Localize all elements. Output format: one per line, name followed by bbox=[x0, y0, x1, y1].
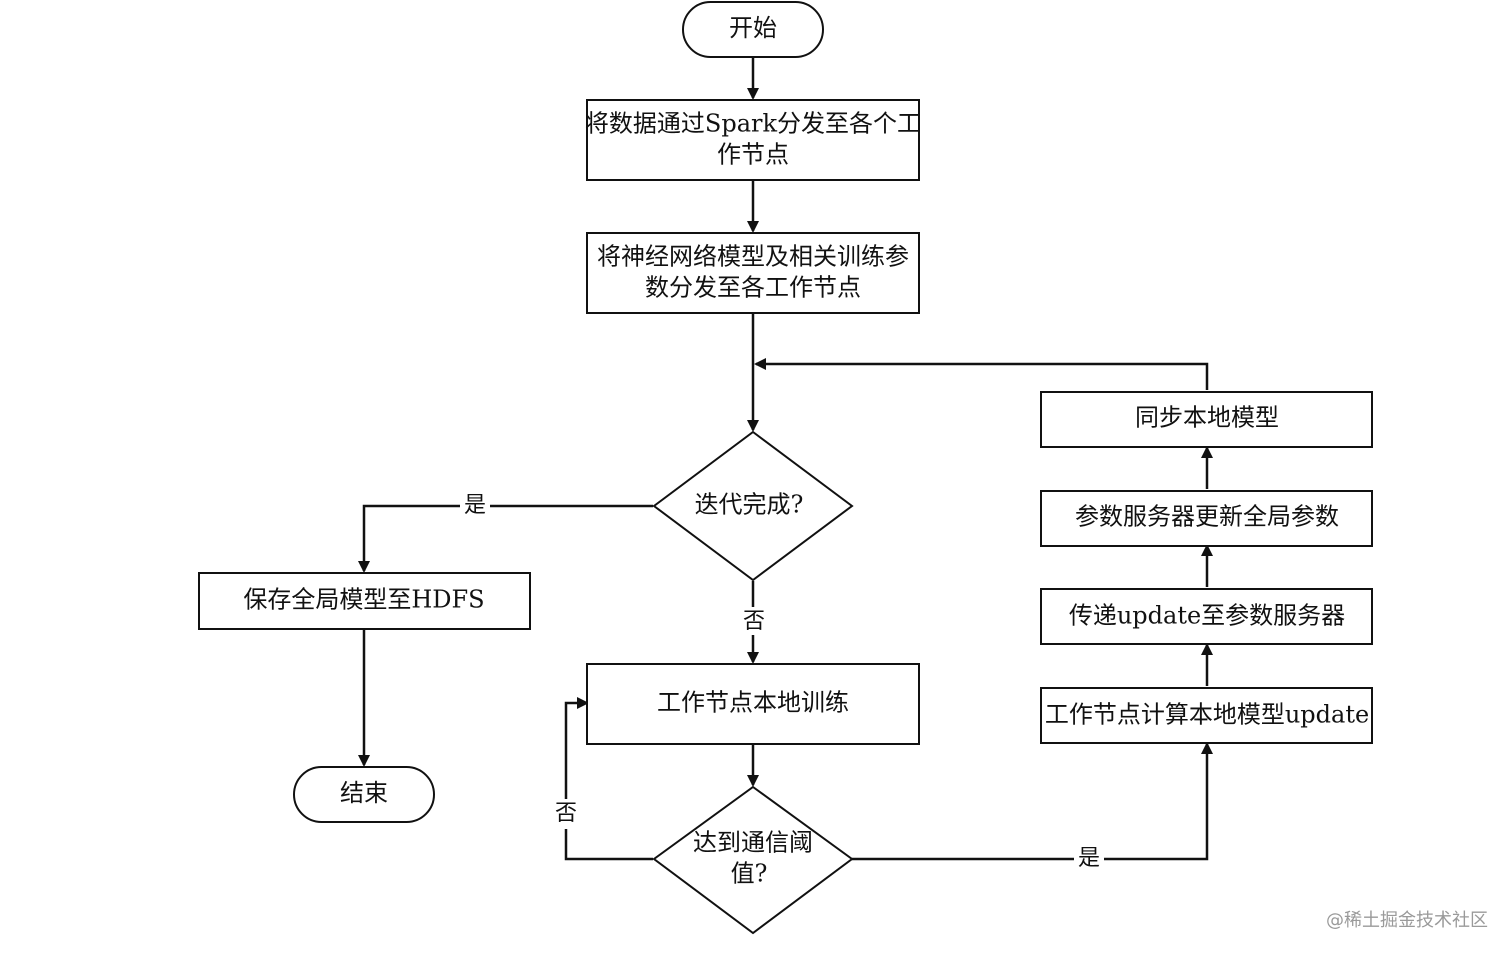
distribute-model-box bbox=[586, 232, 920, 314]
start-label: 开始 bbox=[729, 14, 777, 42]
edge-sync-loop-back bbox=[754, 358, 1209, 390]
distribute-data-box bbox=[586, 99, 920, 181]
connectors bbox=[358, 57, 1213, 861]
threshold-no-label: 否 bbox=[555, 801, 577, 826]
save-model-box bbox=[198, 572, 531, 630]
edge-threshold-yes bbox=[852, 742, 1213, 861]
ps-update-node: 参数服务器更新全局参数 bbox=[1040, 490, 1373, 547]
yes-label-backdrop bbox=[460, 492, 490, 520]
iteration-decision-diamond bbox=[652, 430, 854, 582]
compute-update-label: 工作节点计算本地模型update bbox=[1045, 701, 1369, 729]
sync-model-box bbox=[1040, 391, 1373, 448]
iteration-decision-label: 迭代完成? bbox=[695, 491, 804, 519]
send-update-label: 传递update至参数服务器 bbox=[1069, 602, 1345, 630]
edge-threshold-no bbox=[564, 697, 653, 861]
iteration-no-label: 否 bbox=[743, 609, 765, 634]
threshold-yes-label: 是 bbox=[1078, 846, 1100, 871]
compute-update-node: 工作节点计算本地模型update bbox=[1040, 687, 1373, 744]
distribute-data-label-line2: 作节点 bbox=[717, 141, 789, 169]
distribute-data-node: 将数据通过Spark分发至各个工 作节点 bbox=[585, 99, 921, 181]
no-label-backdrop bbox=[739, 607, 769, 635]
threshold-decision-node: 达到通信阈 值? bbox=[652, 785, 854, 935]
compute-update-box bbox=[1040, 687, 1373, 744]
threshold-decision-label-line2: 值? bbox=[731, 860, 768, 888]
ps-update-label: 参数服务器更新全局参数 bbox=[1075, 503, 1339, 531]
start-node: 开始 bbox=[682, 1, 824, 58]
threshold-yes-backdrop bbox=[1074, 845, 1104, 873]
local-training-node: 工作节点本地训练 bbox=[586, 663, 920, 745]
save-model-node: 保存全局模型至HDFS bbox=[198, 572, 531, 630]
threshold-decision-label-line1: 达到通信阈 bbox=[693, 829, 813, 857]
iteration-decision-node: 迭代完成? bbox=[652, 430, 854, 582]
sync-model-label: 同步本地模型 bbox=[1135, 404, 1279, 432]
distribute-model-node: 将神经网络模型及相关训练参 数分发至各工作节点 bbox=[586, 232, 920, 314]
local-training-label: 工作节点本地训练 bbox=[657, 689, 849, 717]
end-terminal-shape bbox=[293, 766, 435, 823]
send-update-box bbox=[1040, 588, 1373, 645]
distribute-model-label-line2: 数分发至各工作节点 bbox=[645, 274, 861, 302]
watermark: @稀土掘金技术社区 bbox=[1326, 910, 1488, 931]
start-terminal-shape bbox=[682, 1, 824, 58]
distribute-model-label-line1: 将神经网络模型及相关训练参 bbox=[597, 243, 909, 271]
save-model-label: 保存全局模型至HDFS bbox=[243, 586, 484, 614]
send-update-node: 传递update至参数服务器 bbox=[1040, 588, 1373, 645]
end-node: 结束 bbox=[293, 766, 435, 823]
threshold-no-backdrop bbox=[551, 799, 581, 829]
local-training-box bbox=[586, 663, 920, 745]
edge-iteration-yes bbox=[358, 504, 653, 573]
iteration-yes-label: 是 bbox=[464, 493, 486, 518]
ps-update-box bbox=[1040, 490, 1373, 547]
threshold-decision-diamond bbox=[652, 785, 854, 935]
distribute-data-label-line1: 将数据通过Spark分发至各个工 bbox=[585, 110, 921, 138]
end-label: 结束 bbox=[340, 779, 388, 807]
sync-model-node: 同步本地模型 bbox=[1040, 391, 1373, 448]
edge-labels: 是 否 否 是 bbox=[460, 492, 1104, 873]
